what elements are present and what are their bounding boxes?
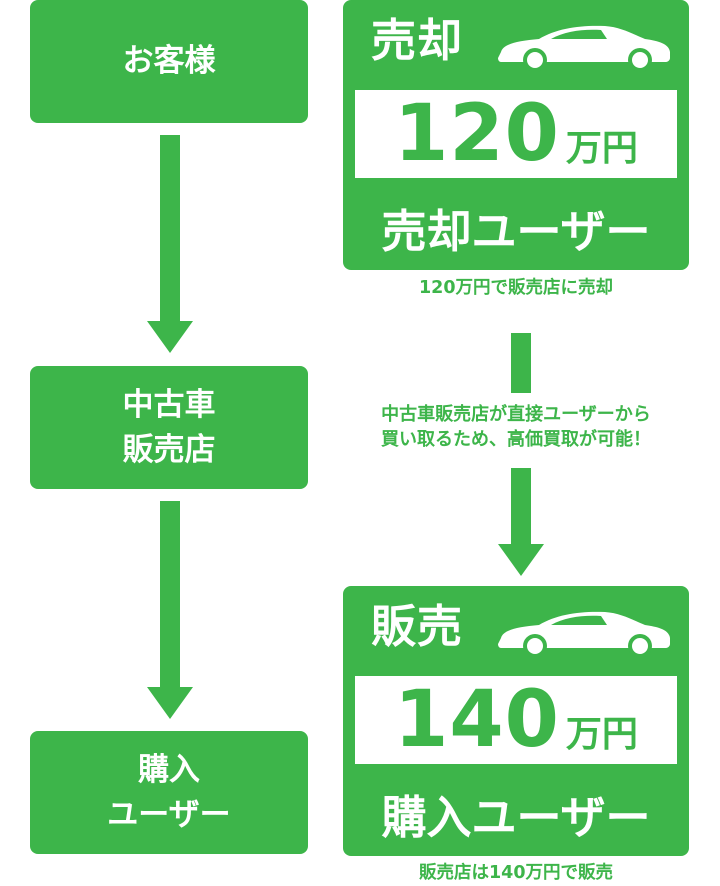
sell-price-unit: 万円 xyxy=(565,128,638,169)
buy-price-box: 140 万円 xyxy=(355,676,677,764)
buyer-label-line2: ユーザー xyxy=(107,796,231,833)
dealer-box: 中古車 販売店 xyxy=(30,366,308,489)
sell-price-value: 120 xyxy=(394,89,560,179)
sell-caption: 120万円で販売店に売却 xyxy=(418,278,614,298)
middle-note-line1: 中古車販売店が直接ユーザーから xyxy=(381,404,651,425)
sell-panel-footer: 売却ユーザー xyxy=(381,205,651,258)
customer-box: お客様 xyxy=(30,0,308,123)
sell-panel-title: 売却 xyxy=(371,14,464,67)
buy-price-unit: 万円 xyxy=(565,714,638,755)
buy-panel-title: 販売 xyxy=(371,600,464,653)
connector-bar xyxy=(511,333,531,393)
customer-label: お客様 xyxy=(122,43,216,80)
sell-panel: 売却 120 万円 売却ユーザー xyxy=(343,0,689,270)
dealer-label-line1: 中古車 xyxy=(122,386,216,423)
middle-note: 中古車販売店が直接ユーザーから 買い取るため、高価買取が可能！ xyxy=(318,402,714,452)
dealer-label-line2: 販売店 xyxy=(122,431,216,468)
buyer-label-line1: 購入 xyxy=(138,751,200,788)
down-arrow-2 xyxy=(147,501,193,719)
buyer-box: 購入 ユーザー xyxy=(30,731,308,854)
down-arrow-3 xyxy=(498,468,544,576)
buy-panel-footer: 購入ユーザー xyxy=(381,791,651,844)
car-icon xyxy=(498,611,670,658)
car-icon xyxy=(498,25,670,72)
down-arrow-1 xyxy=(147,135,193,353)
buy-panel: 販売 140 万円 購入ユーザー xyxy=(343,586,689,856)
sell-price-box: 120 万円 xyxy=(355,90,677,178)
buy-caption: 販売店は140万円で販売 xyxy=(418,863,614,883)
middle-note-line2: 買い取るため、高価買取が可能！ xyxy=(381,429,651,451)
buy-price-value: 140 xyxy=(394,675,560,765)
